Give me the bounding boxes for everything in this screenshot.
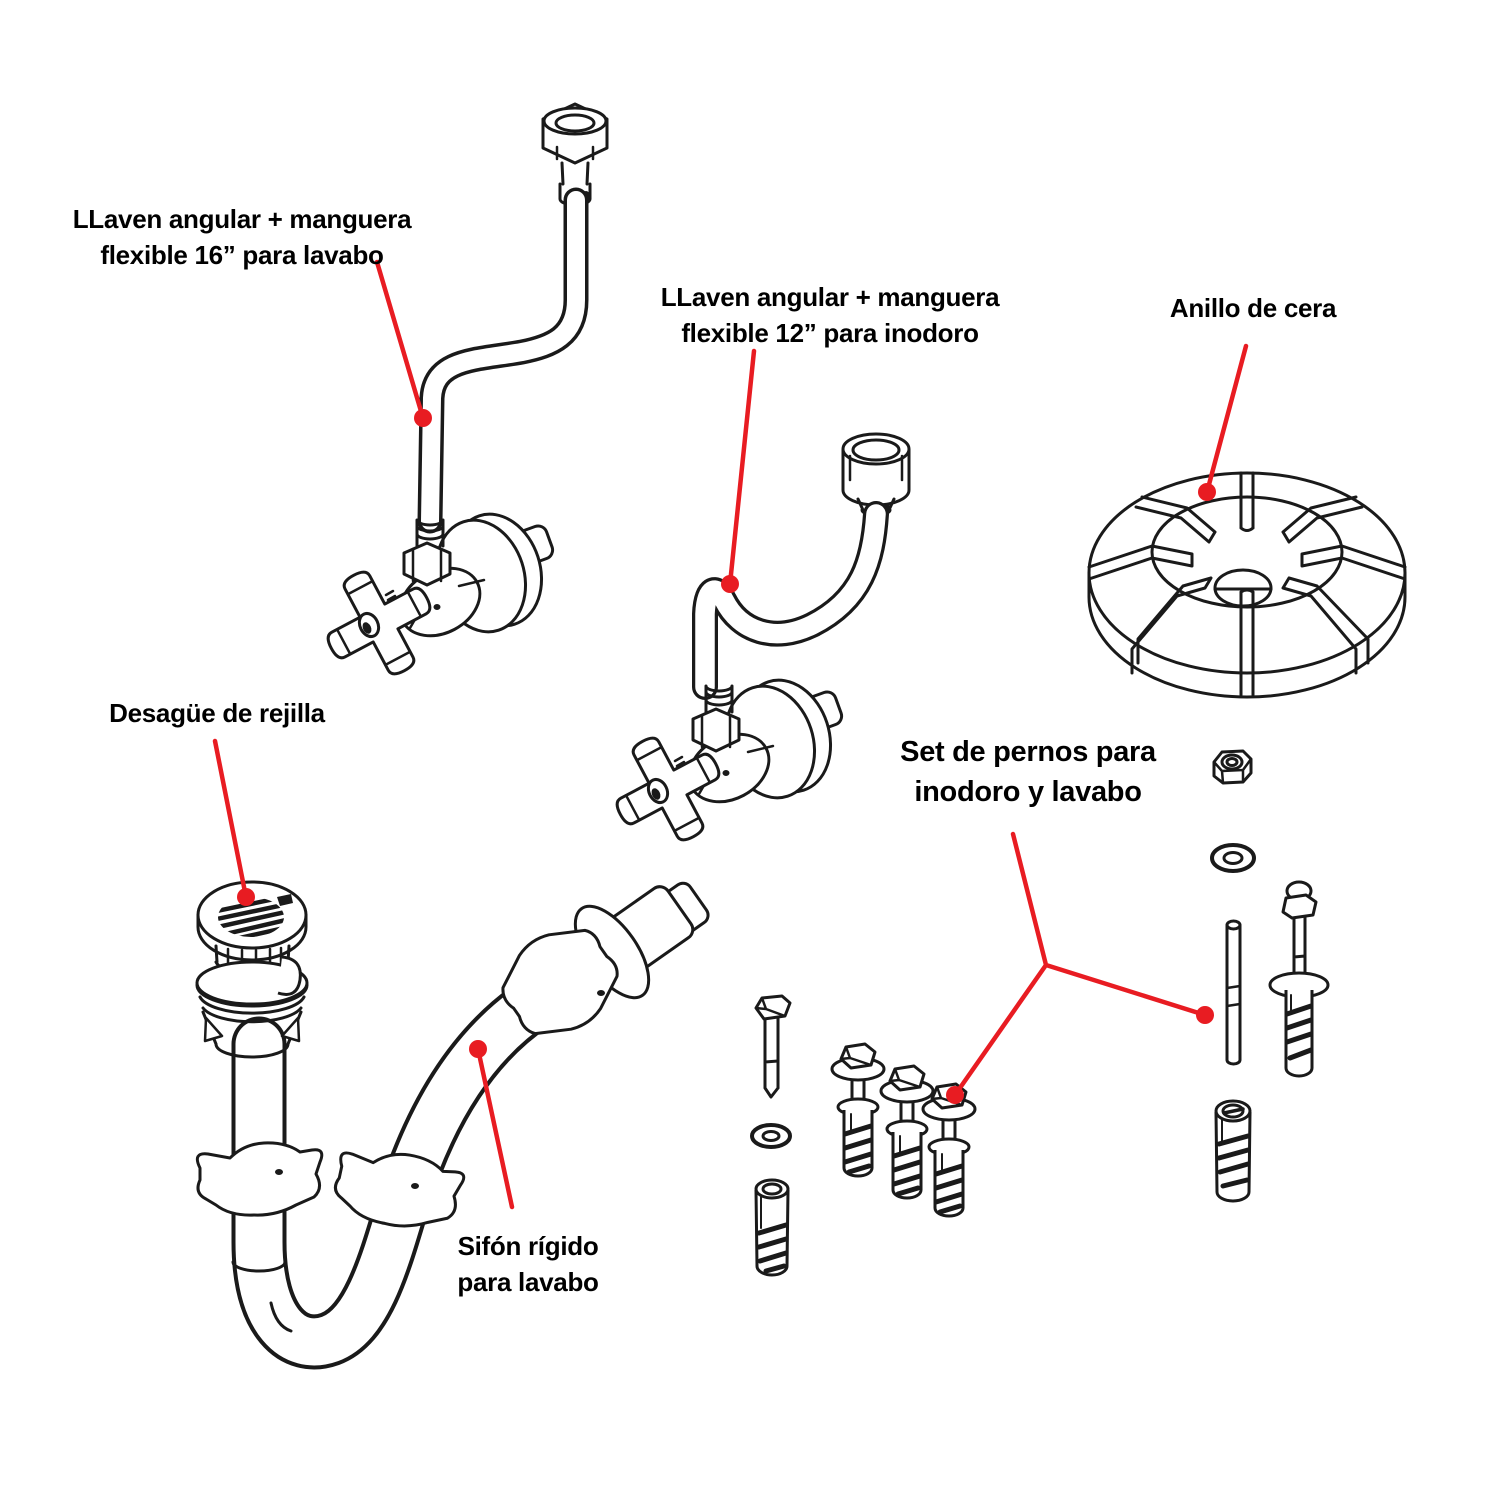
leader-pernos (946, 831, 1214, 1104)
label-line: Anillo de cera (1169, 293, 1337, 323)
label-line: flexible 12” para inodoro (681, 317, 979, 348)
label-line: inodoro y lavabo (914, 776, 1142, 809)
anchor-bolt (881, 1066, 933, 1198)
wax-ring-drawing (1087, 471, 1407, 699)
hex-bolt-long (754, 994, 792, 1099)
label-desague-de-rejilla: Desagüe de rejilla (17, 696, 417, 732)
bolt-set-right-drawing (1210, 749, 1330, 1203)
anchor-bolt-long (1268, 880, 1330, 1078)
label-line: LLaven angular + manguera (660, 282, 1000, 312)
label-set-de-pernos: Set de pernos para inodoro y lavabo (878, 732, 1178, 812)
label-valve-12: LLaven angular + manguera flexible 12” p… (628, 280, 1032, 352)
washer (750, 1123, 792, 1149)
wall-anchor (1214, 1099, 1252, 1203)
angle-valve-12-drawing (593, 667, 847, 864)
p-trap-drawing (195, 881, 710, 1370)
label-line: LLaven angular + manguera (72, 204, 412, 234)
label-line: flexible 16” para lavabo (100, 239, 384, 270)
angle-valve-16-drawing (304, 501, 558, 698)
anchor-bolt (832, 1044, 884, 1176)
label-valve-16: LLaven angular + manguera flexible 16” p… (40, 202, 444, 274)
bolt-set-left-drawing (750, 994, 975, 1277)
hex-nut (1212, 749, 1253, 785)
flex-hose-16-drawing (417, 102, 609, 534)
label-line: Sifón rígido (457, 1231, 599, 1261)
anchor-bolt (923, 1084, 975, 1216)
flex-hose-12-drawing (692, 432, 911, 700)
wall-anchor (754, 1178, 790, 1277)
label-line: Desagüe de rejilla (109, 698, 325, 728)
grid-drain-drawing (195, 880, 309, 1059)
label-sifon-rigido: Sifón rígido para lavabo (378, 1229, 678, 1301)
slip-nut-inlet (195, 1141, 324, 1217)
leader-desague (212, 738, 255, 906)
label-anillo-de-cera: Anillo de cera (1103, 291, 1403, 327)
leader-valve16 (374, 259, 432, 427)
washer (1210, 843, 1256, 873)
leader-lines (212, 259, 1249, 1210)
leader-sifon (469, 1040, 515, 1210)
leader-valve12 (721, 348, 757, 593)
threaded-rod (1225, 919, 1242, 1066)
label-line: Set de pernos para (900, 736, 1156, 768)
leader-anillo (1198, 343, 1249, 501)
label-line: para lavabo (457, 1266, 599, 1297)
